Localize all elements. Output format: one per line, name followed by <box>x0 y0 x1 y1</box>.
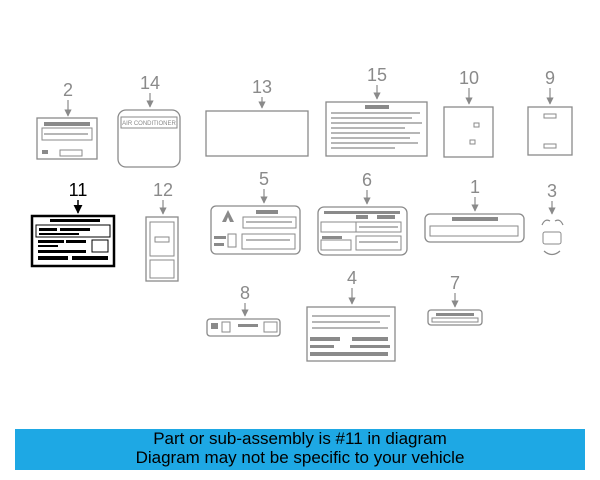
callout-9: 9 <box>545 68 555 88</box>
part-13[interactable]: 13 <box>205 77 309 157</box>
callout-12: 12 <box>153 180 173 200</box>
callout-6: 6 <box>362 170 372 190</box>
banner-line-1: Part or sub-assembly is #11 in diagram <box>153 429 447 448</box>
label-7-drawing <box>427 309 483 326</box>
part-6[interactable]: 6 <box>317 170 408 256</box>
label-8-drawing <box>206 318 281 337</box>
label-10-drawing <box>443 106 494 158</box>
part-9[interactable]: 9 <box>527 68 573 156</box>
part-15[interactable]: 15 <box>325 65 428 157</box>
part-14[interactable]: 14 AIR CONDITIONER <box>117 73 181 168</box>
label-1-drawing <box>424 213 525 243</box>
part-8[interactable]: 8 <box>206 283 281 337</box>
label-13-drawing <box>205 110 309 157</box>
callout-13: 13 <box>252 77 272 97</box>
callout-11: 11 <box>69 180 88 200</box>
part-3[interactable]: 3 <box>541 181 564 256</box>
info-banner: Part or sub-assembly is #11 in diagram D… <box>15 429 585 470</box>
label-2-drawing <box>36 117 98 160</box>
callout-5: 5 <box>259 169 269 189</box>
banner-line-2: Diagram may not be specific to your vehi… <box>135 448 465 467</box>
label-14-drawing: AIR CONDITIONER <box>117 109 181 168</box>
callout-3: 3 <box>547 181 557 201</box>
label-3-drawing <box>541 219 564 256</box>
callout-7: 7 <box>450 273 460 293</box>
part-1[interactable]: 1 <box>424 177 525 243</box>
label-12-drawing <box>145 216 179 282</box>
label-5-drawing <box>210 205 301 255</box>
label-6-drawing <box>317 206 408 256</box>
part-2[interactable]: 2 <box>36 80 98 160</box>
callout-10: 10 <box>459 68 479 88</box>
label-4-drawing <box>306 306 396 362</box>
part-10[interactable]: 10 <box>443 68 494 158</box>
callout-14: 14 <box>140 73 160 93</box>
part-7[interactable]: 7 <box>427 273 483 326</box>
label-11-drawing <box>30 214 116 268</box>
part-5[interactable]: 5 <box>210 169 301 255</box>
callout-8: 8 <box>240 283 250 303</box>
part-4[interactable]: 4 <box>306 268 396 362</box>
part-11[interactable]: 11 <box>30 180 116 268</box>
parts-diagram: 2 14 AIR CONDITIONER 13 15 <box>30 65 573 362</box>
part-12[interactable]: 12 <box>145 180 179 282</box>
callout-1: 1 <box>470 177 480 197</box>
callout-4: 4 <box>347 268 357 288</box>
callout-15: 15 <box>367 65 387 85</box>
label-15-drawing <box>325 101 428 157</box>
callout-2: 2 <box>63 80 73 100</box>
label-9-drawing <box>527 106 573 156</box>
label-14-text: AIR CONDITIONER <box>122 121 176 127</box>
